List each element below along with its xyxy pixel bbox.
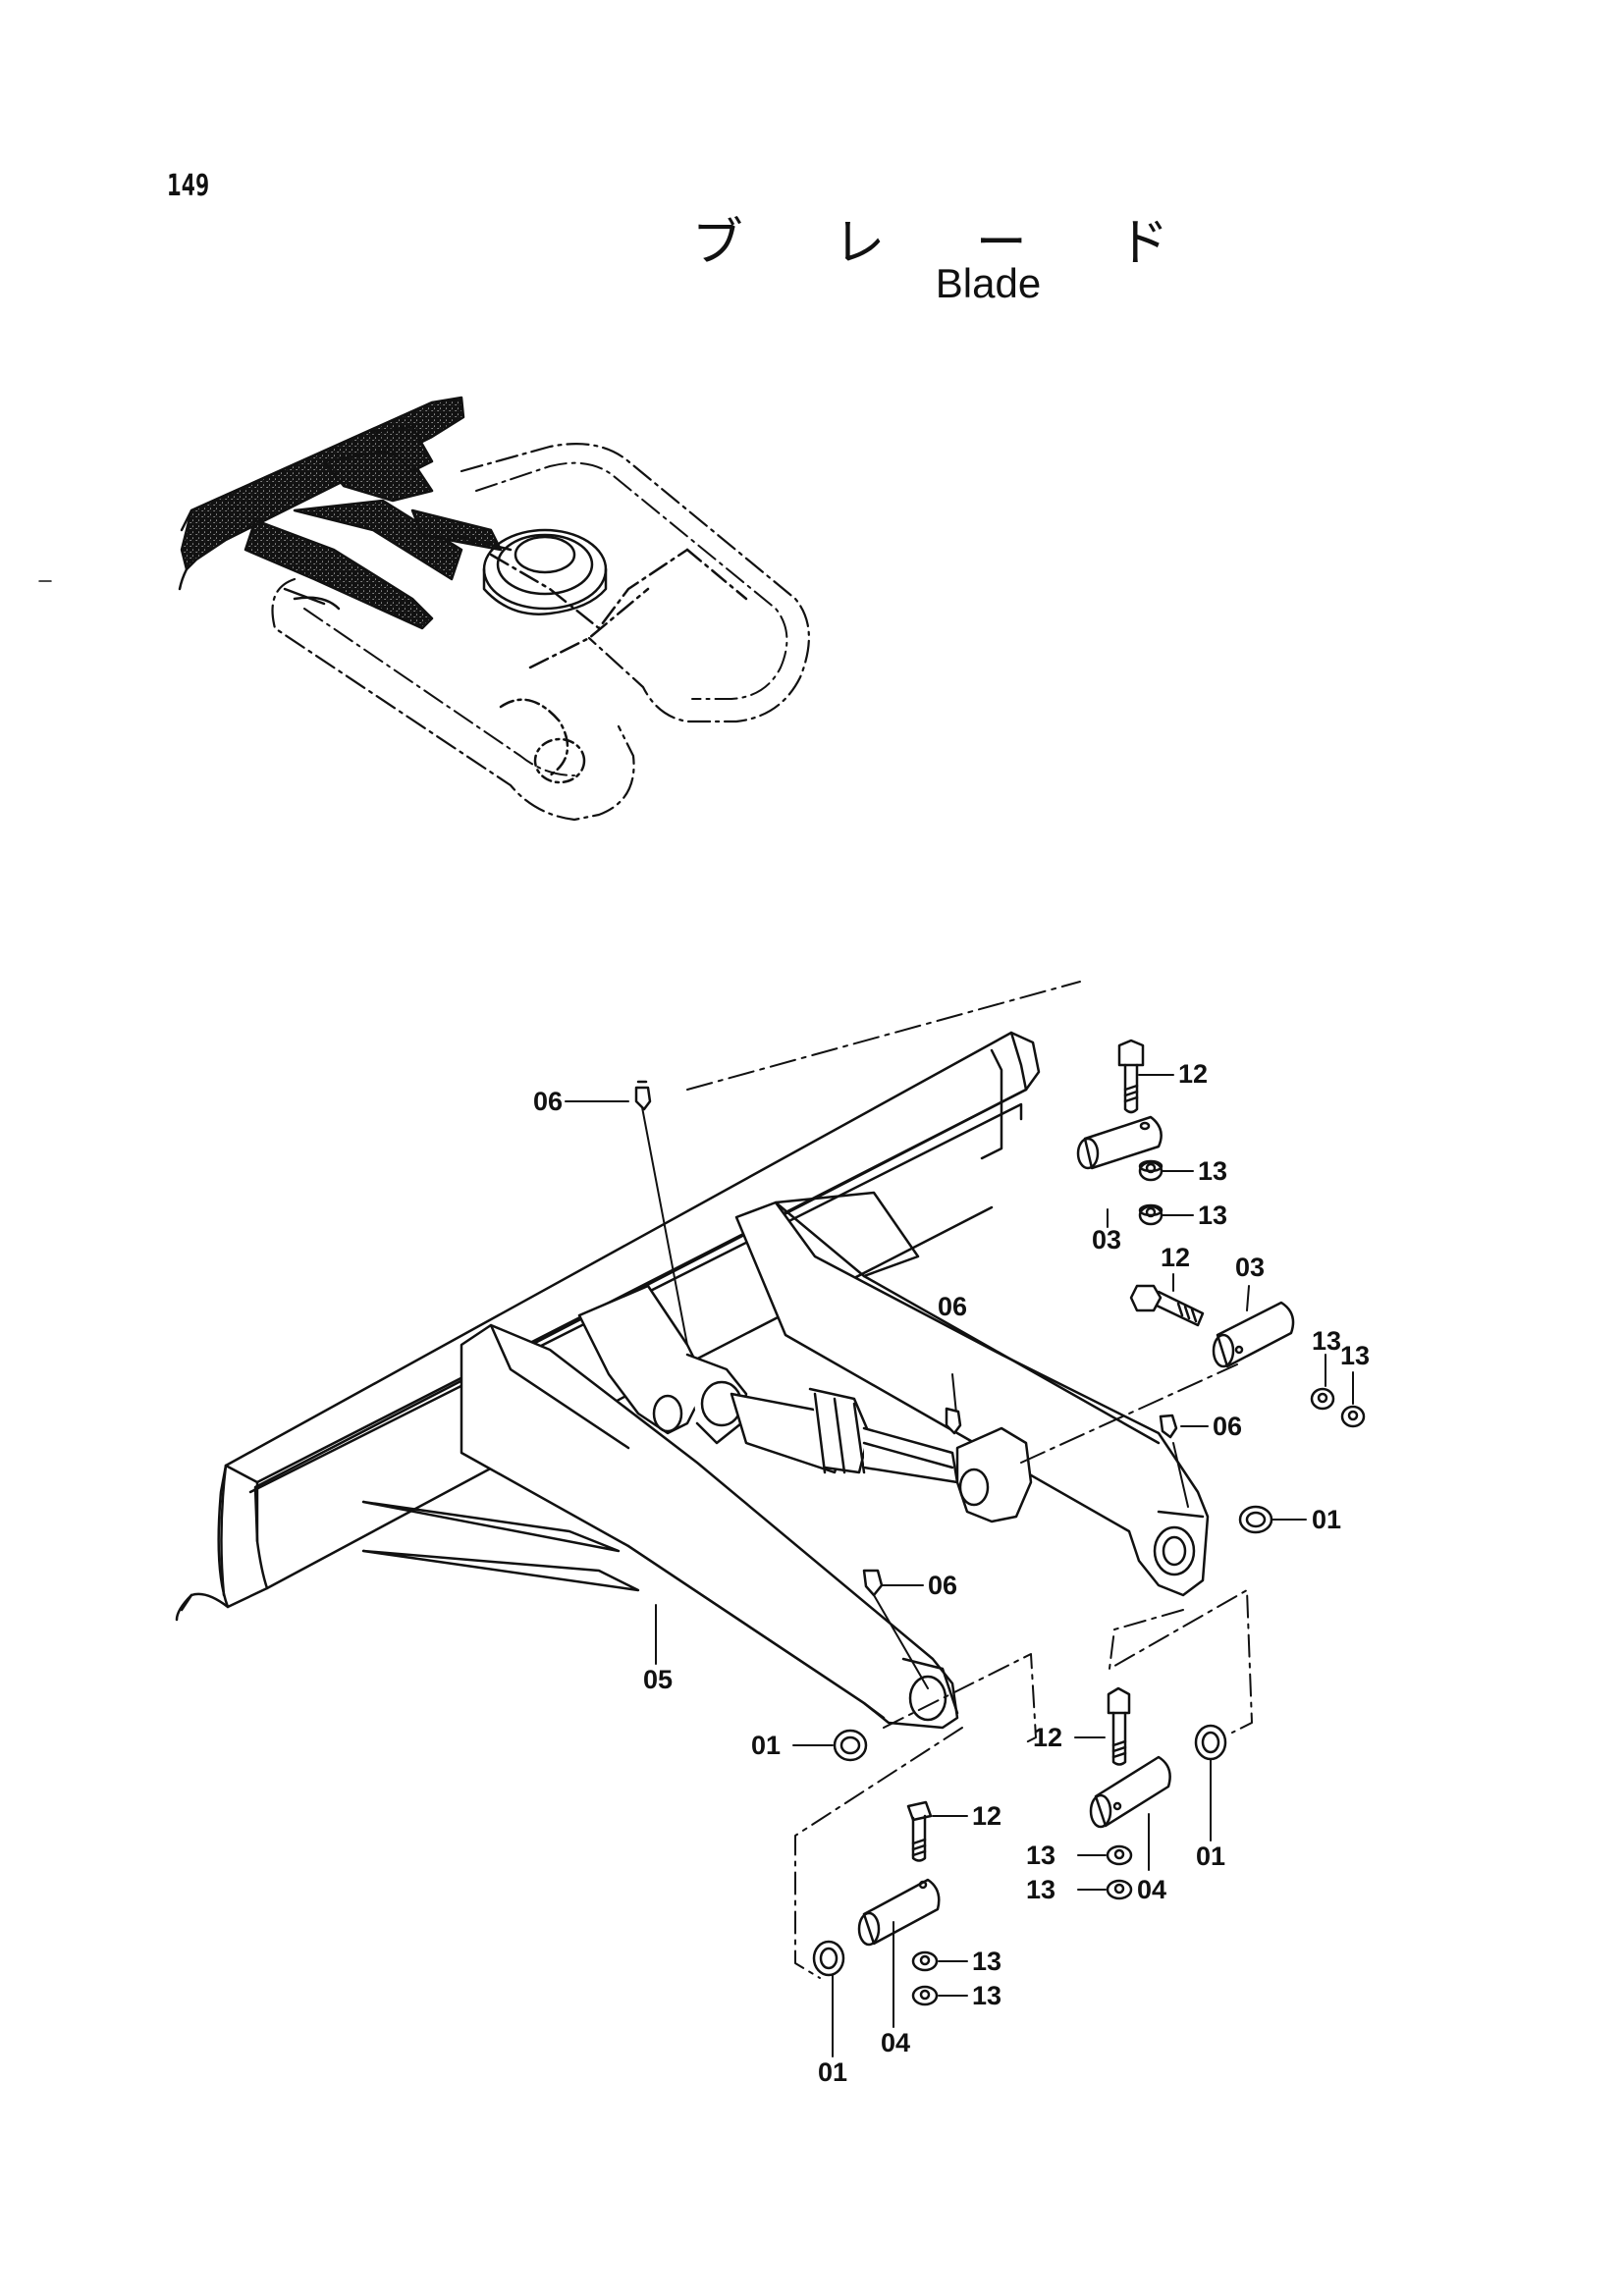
callout-12: 12: [1161, 1243, 1190, 1272]
nut-part-icon: [1340, 1405, 1366, 1428]
bolt-part-icon: [906, 1800, 933, 1862]
callout-labels: 06 12 13 13 03 12 03 06 13 13 06 01 06 0…: [533, 1059, 1370, 2087]
collar-part-icon: [1194, 1724, 1227, 1761]
grease-fitting-icon: [862, 1569, 884, 1597]
callout-01: 01: [1312, 1505, 1341, 1534]
collar-part-icon: [833, 1729, 868, 1762]
callout-13: 13: [1026, 1841, 1055, 1870]
grease-fitting-icon: [634, 1080, 652, 1111]
nut-part-icon: [1106, 1879, 1133, 1900]
part-shapes: [634, 1039, 1366, 2006]
bolt-part-icon: [1117, 1039, 1145, 1114]
callout-13: 13: [1198, 1156, 1227, 1186]
callout-04: 04: [881, 2028, 910, 2057]
nut-part-icon: [1138, 1203, 1163, 1226]
page-title-english: Blade: [935, 260, 1042, 306]
callout-12: 12: [1178, 1059, 1208, 1089]
blade-assembly-drawing: [175, 981, 1253, 1979]
callout-13: 13: [1312, 1326, 1341, 1356]
callout-06: 06: [938, 1292, 967, 1321]
callout-13: 13: [1340, 1341, 1370, 1370]
nut-part-icon: [911, 1950, 939, 1972]
callout-13: 13: [1198, 1201, 1227, 1230]
callout-01: 01: [818, 2057, 847, 2087]
callout-06: 06: [928, 1571, 957, 1600]
nut-part-icon: [1138, 1159, 1163, 1182]
pin-part-icon: [1076, 1115, 1163, 1170]
collar-part-icon: [812, 1940, 845, 1977]
page-title-japanese: ブ レ ー ド: [691, 214, 1207, 273]
pin-part-icon: [857, 1878, 941, 1947]
callout-01: 01: [1196, 1842, 1225, 1871]
grease-fitting-icon: [1159, 1414, 1178, 1439]
bolt-part-icon: [1107, 1686, 1131, 1766]
pin-part-icon: [1089, 1755, 1171, 1829]
bolt-part-icon: [1129, 1284, 1205, 1327]
callout-06: 06: [533, 1087, 563, 1116]
nut-part-icon: [1310, 1387, 1335, 1411]
leader-lines: [565, 1074, 1354, 2057]
nut-part-icon: [911, 1985, 939, 2006]
callout-12: 12: [972, 1801, 1001, 1831]
callout-13: 13: [972, 1981, 1001, 2010]
callout-05: 05: [643, 1665, 673, 1694]
callout-13: 13: [972, 1947, 1001, 1976]
callout-03: 03: [1235, 1253, 1265, 1282]
grease-fitting-icon: [945, 1407, 962, 1435]
nut-part-icon: [1106, 1844, 1133, 1866]
collar-part-icon: [1238, 1505, 1273, 1534]
callout-04: 04: [1137, 1875, 1166, 1904]
page-number: 149: [167, 169, 210, 203]
callout-13: 13: [1026, 1875, 1055, 1904]
pin-part-icon: [1212, 1301, 1295, 1368]
callout-06: 06: [1213, 1412, 1242, 1441]
callout-01: 01: [751, 1731, 781, 1760]
callout-12: 12: [1033, 1723, 1062, 1752]
machine-overview-illustration: [178, 396, 810, 822]
callout-03: 03: [1092, 1225, 1121, 1255]
